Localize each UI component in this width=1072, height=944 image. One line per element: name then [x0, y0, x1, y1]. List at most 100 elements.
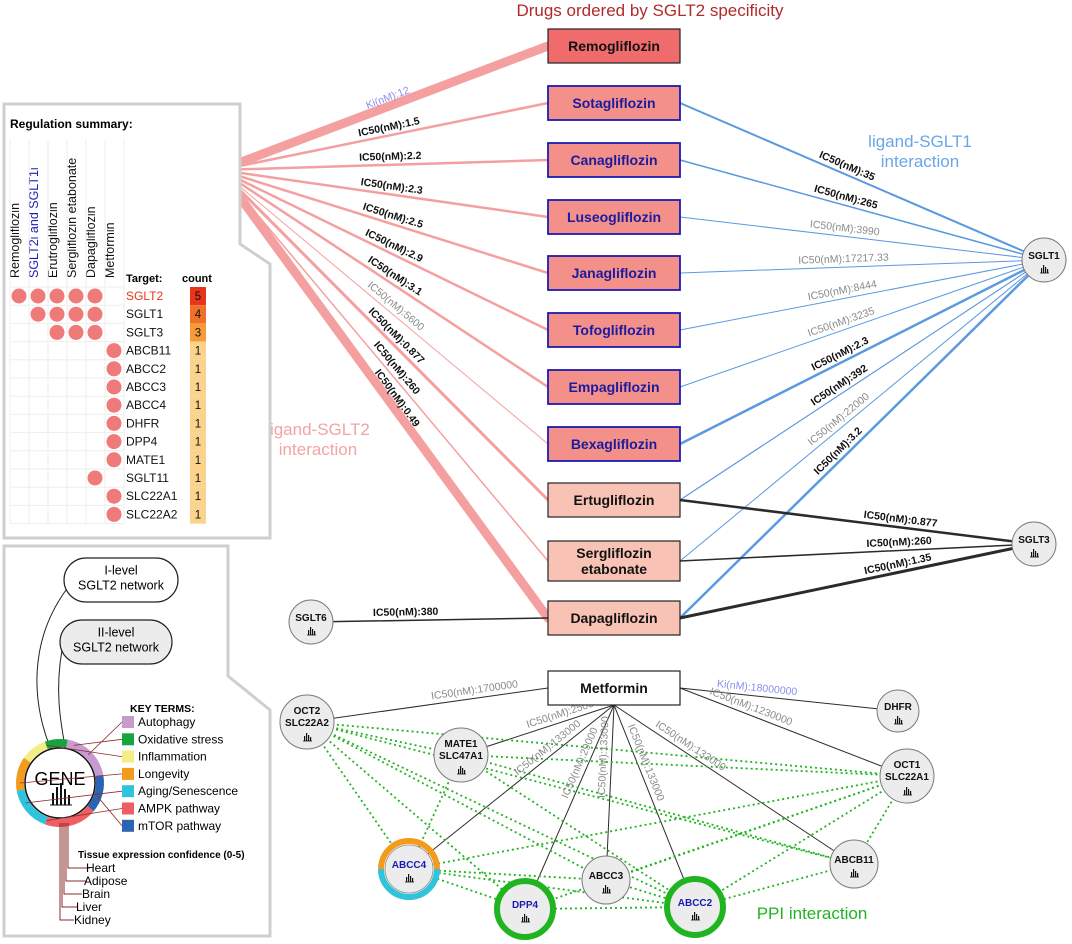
summary-count-cell: [190, 396, 206, 415]
summary-dot: [87, 306, 103, 322]
edge-label: IC50(nM):380: [373, 606, 439, 619]
summary-target: SLC22A2: [126, 507, 178, 521]
summary-count-cell: [190, 469, 206, 488]
summary-count: 1: [195, 418, 201, 430]
edge-sglt2-sotagliflozin: [218, 101, 550, 172]
drug-label: Luseogliflozin: [567, 209, 661, 225]
key-term-label: AMPK pathway: [138, 802, 220, 816]
key-term-label: Inflammation: [138, 750, 207, 764]
drug-ertugliflozin[interactable]: Ertugliflozin: [547, 482, 681, 518]
summary-dot: [87, 288, 103, 304]
edge-luseogliflozin-sglt1: [679, 216, 1045, 261]
target-sglt6[interactable]: SGLT6: [288, 599, 334, 645]
summary-dot: [49, 324, 65, 340]
edge-label: IC50(nM):8444: [807, 278, 878, 303]
edge-sglt2-tofogliflozin: [218, 168, 550, 332]
key-term-item: Aging/Senescence: [122, 784, 238, 798]
ppi-edge: [306, 721, 607, 881]
target-dpp4[interactable]: DPP4: [494, 878, 556, 940]
target-label: ABCB11: [834, 855, 874, 866]
key-term-item: Autophagy: [122, 715, 195, 729]
key-term-swatch: [122, 802, 134, 815]
drug-luseogliflozin[interactable]: Luseogliflozin: [547, 199, 681, 235]
drug-label: Ertugliflozin: [574, 492, 655, 508]
target-dhfr[interactable]: DHFR: [876, 689, 920, 733]
edge-sotagliflozin-sglt1: [679, 102, 1045, 261]
drug-metformin[interactable]: Metformin: [547, 670, 681, 706]
summary-target: SGLT2: [126, 289, 163, 303]
summary-target: ABCC3: [126, 380, 166, 394]
summary-dot: [68, 288, 84, 304]
target-abcc2[interactable]: ABCC2: [664, 876, 726, 938]
summary-column-label: Sergliflozin etabonate: [65, 158, 79, 278]
summary-count: 4: [195, 309, 202, 321]
drug-empagliflozin[interactable]: Empagliflozin: [547, 369, 681, 405]
summary-column-label: Remogliflozin: [8, 203, 22, 278]
summary-count-cell: [190, 305, 206, 324]
edge-metformin-oct1: [679, 687, 908, 777]
summary-count-cell: [190, 287, 206, 306]
summary-count: 1: [195, 455, 201, 467]
summary-count: 1: [195, 437, 201, 449]
edge-sglt2-canagliflozin: [218, 158, 550, 172]
key-term-label: Oxidative stress: [138, 732, 223, 746]
summary-count-cell: [190, 378, 206, 397]
edge-label: IC50(nM):133000: [596, 716, 612, 798]
summary-dot: [68, 324, 84, 340]
summary-target: SGLT3: [126, 325, 163, 339]
key-term-label: Autophagy: [138, 715, 195, 729]
summary-target: DPP4: [126, 435, 158, 449]
target-abcb11[interactable]: ABCB11: [829, 839, 879, 889]
key-term-label: Aging/Senescence: [138, 784, 238, 798]
drug-label: Metformin: [580, 680, 648, 696]
edge-metformin-abcc3: [605, 704, 615, 881]
edge-sglt2-empagliflozin: [218, 168, 550, 389]
summary-dot: [106, 397, 122, 413]
target-abcc4[interactable]: ABCC4: [378, 838, 440, 900]
key-term-item: Inflammation: [122, 750, 207, 764]
edge-janagliflozin-sglt1: [679, 259, 1045, 274]
drug-tofogliflozin[interactable]: Tofogliflozin: [547, 312, 681, 348]
summary-count-cell: [190, 505, 206, 524]
summary-count: 1: [195, 346, 201, 358]
tissue-label: Heart: [86, 861, 116, 875]
level2-oval: [59, 619, 173, 665]
target-label: SGLT6: [295, 613, 327, 624]
drug-remogliflozin[interactable]: Remogliflozin: [547, 28, 681, 64]
drug-bexagliflozin[interactable]: Bexagliflozin: [547, 426, 681, 462]
target-abcc3[interactable]: ABCC3: [581, 855, 631, 905]
key-term-swatch: [122, 716, 134, 728]
target-label: ABCC2: [678, 898, 713, 909]
drug-janagliflozin[interactable]: Janagliflozin: [547, 255, 681, 291]
target-sglt3[interactable]: SGLT3: [1011, 521, 1057, 567]
summary-dot: [87, 470, 103, 486]
drug-label: Remogliflozin: [568, 38, 660, 54]
target-sglt1[interactable]: SGLT1: [1021, 237, 1067, 283]
drug-sotagliflozin[interactable]: Sotagliflozin: [547, 85, 681, 121]
edge-empagliflozin-sglt1: [679, 259, 1045, 388]
edge-metformin-abcc2: [613, 704, 696, 908]
edge-sglt2-ertugliflozin: [218, 168, 550, 502]
summary-dot: [106, 434, 122, 450]
drug-dapagliflozin[interactable]: Dapagliflozin: [547, 600, 681, 636]
summary-count-header: count: [182, 273, 212, 285]
target-label: SGLT3: [1018, 535, 1050, 546]
drug-canagliflozin[interactable]: Canagliflozin: [547, 142, 681, 178]
drug-label: Canagliflozin: [570, 152, 657, 168]
edge-sergliflozin-sglt3: [679, 543, 1035, 562]
edge-label: IC50(nM):2.2: [359, 150, 422, 164]
